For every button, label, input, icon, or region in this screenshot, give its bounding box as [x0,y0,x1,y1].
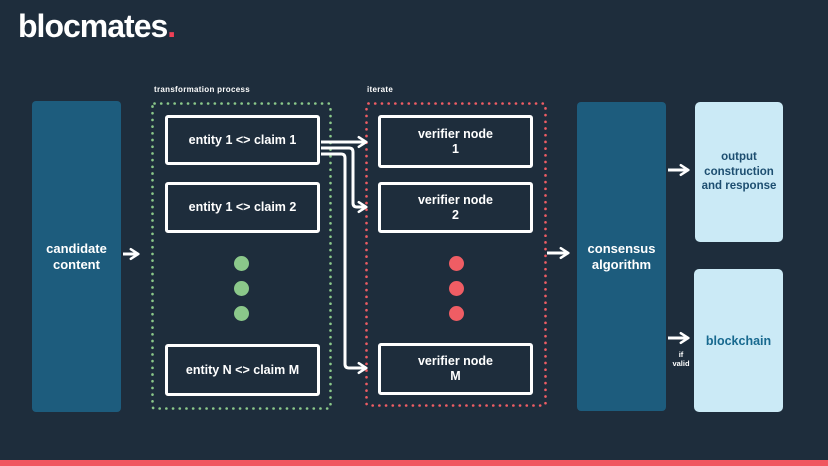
consensus-algorithm-label: consensus algorithm [587,241,656,272]
verifier-node-label-2: verifier node 2 [417,192,494,222]
logo-dot: . [167,8,176,44]
logo-text: blocmates [18,8,168,44]
verifier-node-label-1: verifier node 1 [417,126,494,156]
entity-claim-label-M: entity N <> claim M [185,362,300,377]
blockchain-label: blockchain [705,333,772,348]
entity-claim-box-M: entity N <> claim M [165,344,320,396]
if-valid-label: if valid [672,350,690,369]
entity-claim-box-2: entity 1 <> claim 2 [165,182,320,233]
ellipsis-dot-red [449,306,464,321]
ellipsis-dot-red [449,256,464,271]
entity-claim-label-2: entity 1 <> claim 2 [188,200,297,214]
logo: blocmates. [18,8,176,45]
verifier-node-box-M: verifier node M [378,343,533,395]
blockchain-box: blockchain [694,269,783,412]
transformation-ellipsis [234,256,249,321]
ellipsis-dot-green [234,306,249,321]
consensus-algorithm-box: consensus algorithm [577,102,666,411]
ellipsis-dot-green [234,256,249,271]
ellipsis-dot-red [449,281,464,296]
arrow-claim1-to-verifier2 [321,146,368,214]
iterate-ellipsis [449,256,464,321]
transformation-process-label: transformation process [154,85,250,94]
candidate-content-box: candidate content [32,101,121,412]
verifier-node-box-2: verifier node 2 [378,182,533,233]
arrow-claim1-to-verifierM [321,152,368,375]
verifier-node-label-M: verifier node M [417,354,494,383]
output-construction-label: output construction and response [701,151,777,193]
ellipsis-dot-green [234,281,249,296]
output-construction-box: output construction and response [695,102,783,242]
iterate-label: iterate [367,85,394,94]
entity-claim-label-1: entity 1 <> claim 1 [188,132,297,147]
verifier-node-box-1: verifier node 1 [378,115,533,168]
candidate-content-label: candidate content [46,241,107,272]
entity-claim-box-1: entity 1 <> claim 1 [165,115,320,165]
footer-accent-bar [0,460,828,466]
